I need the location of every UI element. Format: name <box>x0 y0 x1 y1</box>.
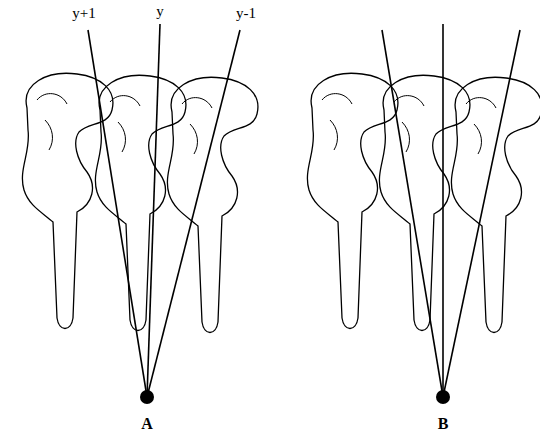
level-label: y+1 <box>72 6 95 21</box>
panel-letter: A <box>141 416 153 432</box>
source-dot <box>140 390 154 404</box>
source-dot <box>436 390 450 404</box>
level-label: y <box>156 4 164 19</box>
level-label: y-1 <box>236 6 256 21</box>
panel-letter: B <box>438 416 449 432</box>
projection-lines <box>88 24 520 397</box>
vertebrae-a <box>22 73 258 332</box>
vertebrae-b <box>307 73 540 332</box>
